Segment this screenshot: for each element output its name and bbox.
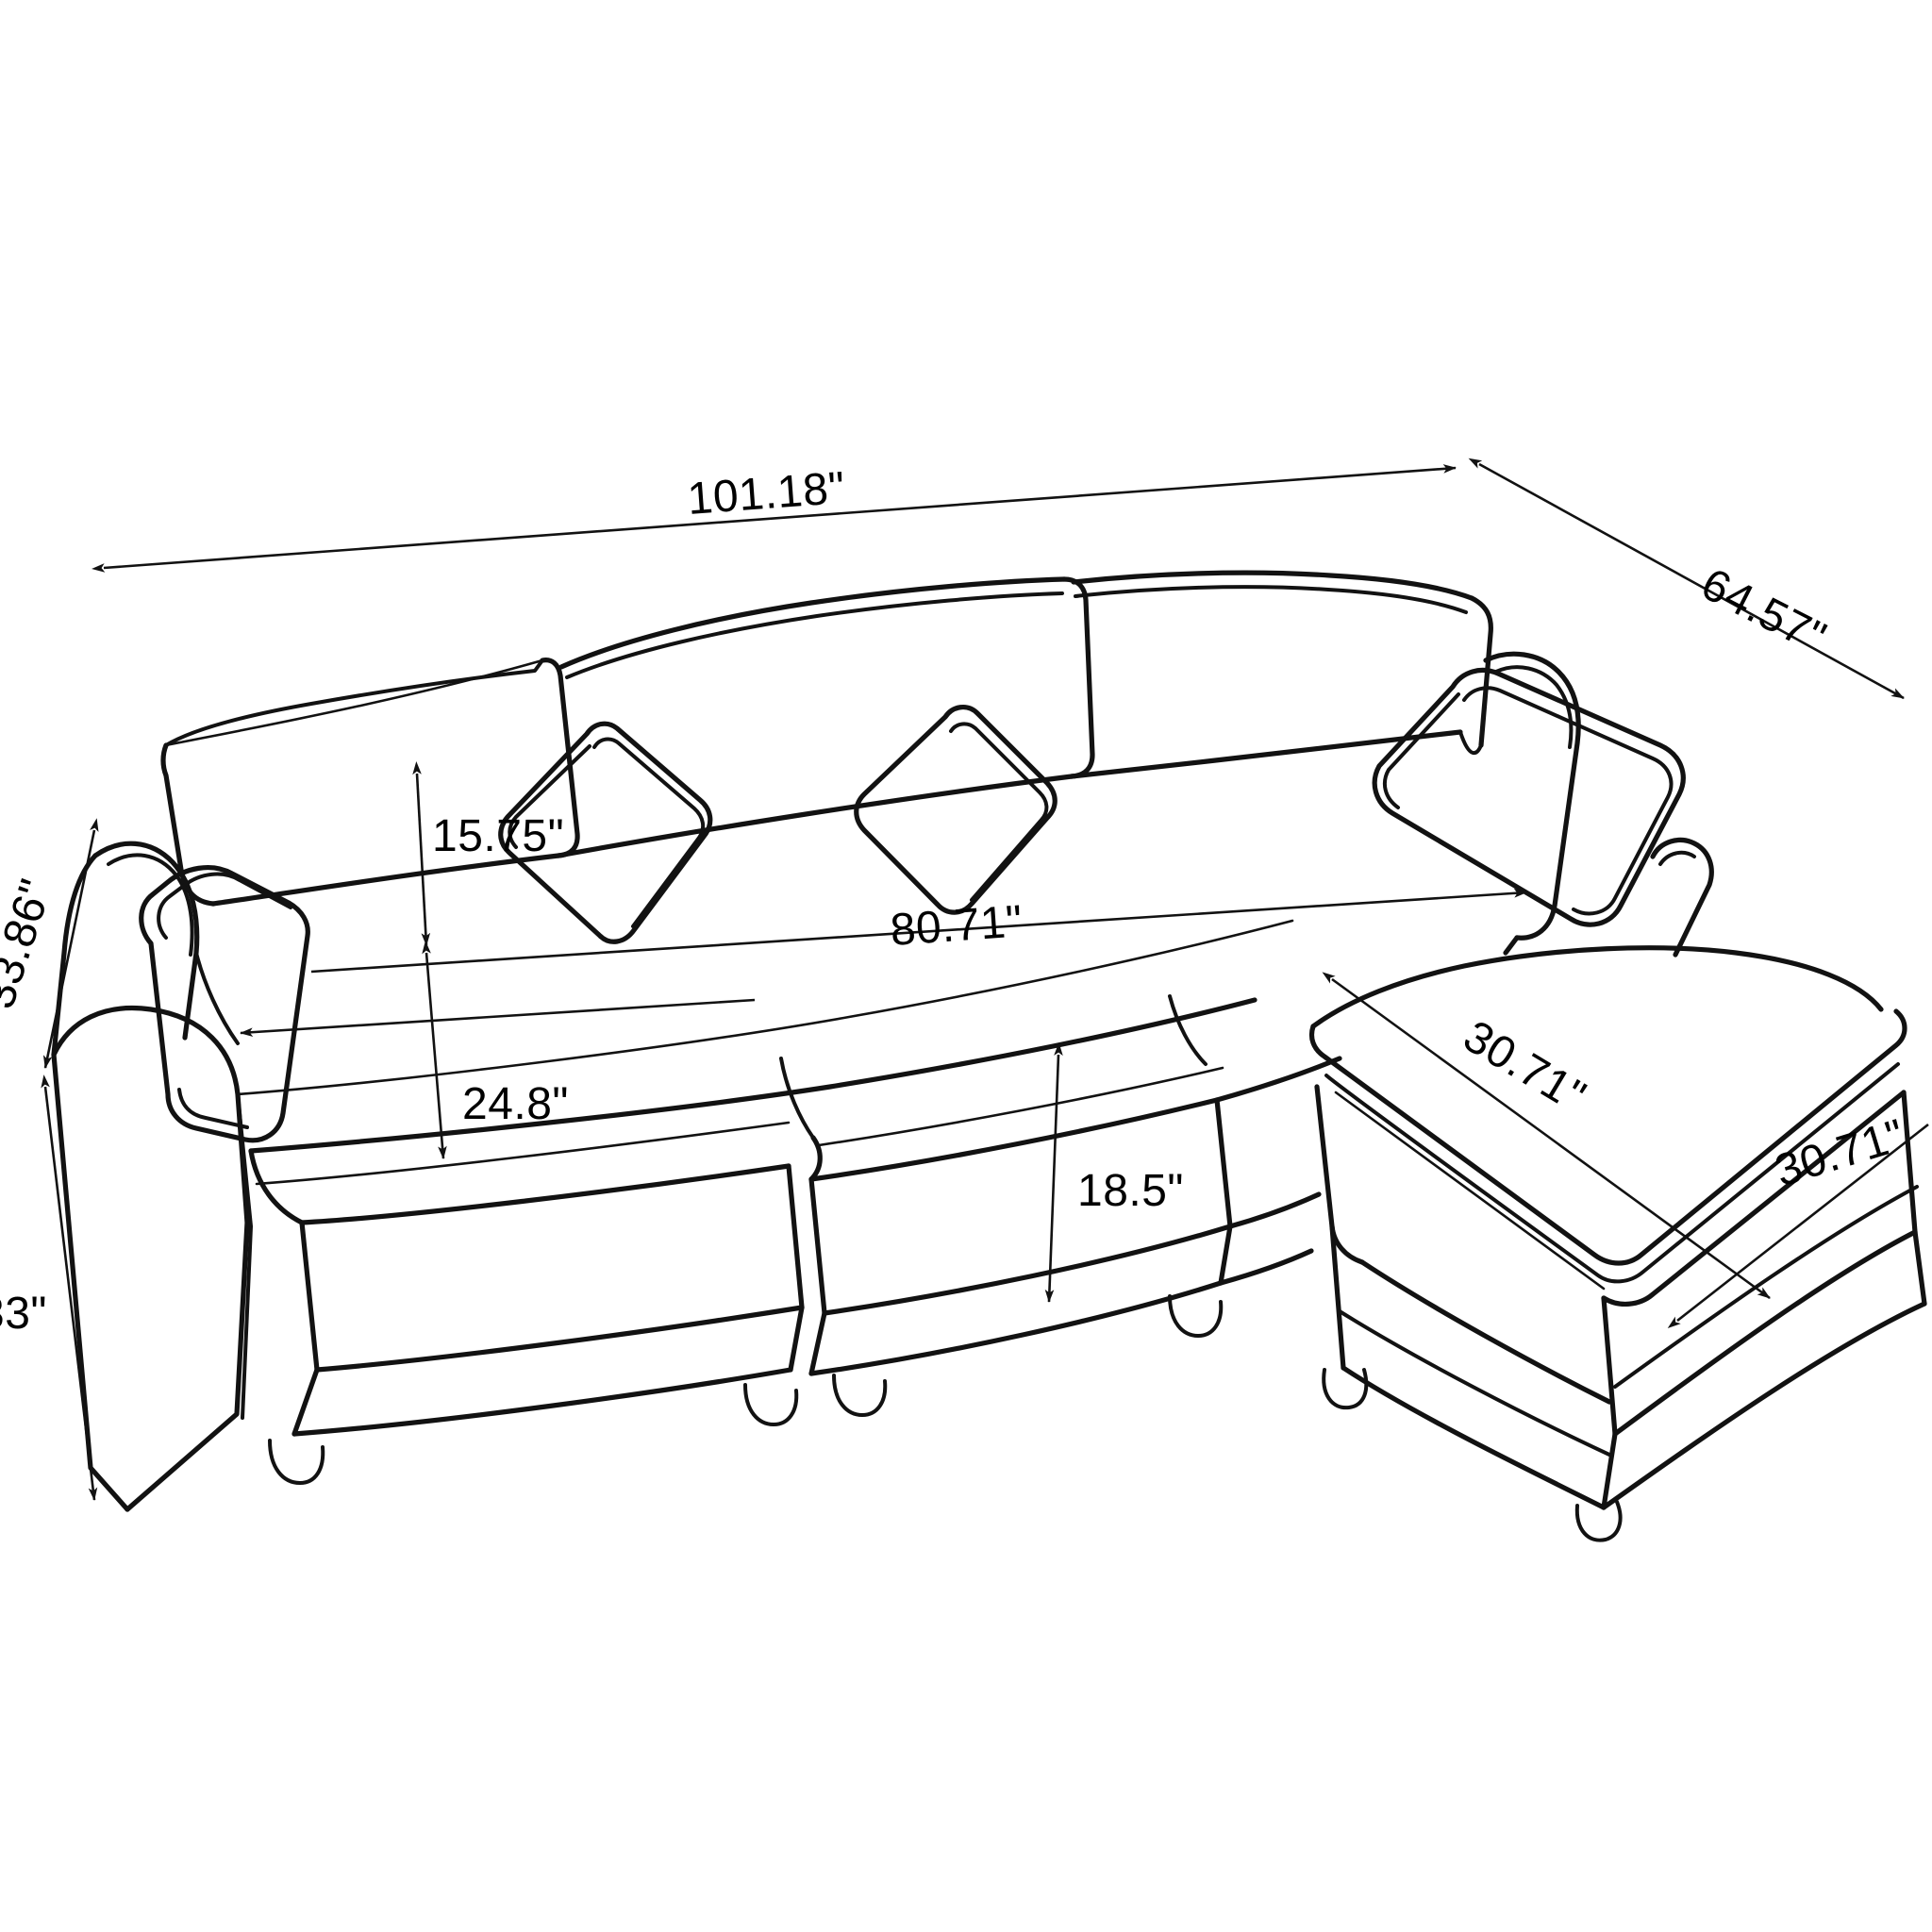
throw-pillows [139,667,1686,1143]
throw-pillow-diamond-2 [854,705,1058,915]
back-cushions [160,570,1493,907]
label-chaise-depth: 30.71" [1770,1110,1911,1197]
dimline-seat-depth-vert [422,941,447,1159]
dimension-lines [41,458,1929,1501]
chaise-arm-stub [1650,837,1714,958]
dimline-overall-width [92,464,1457,573]
label-back-cushion-height: 15.75" [432,811,564,861]
sofa-illustration [51,570,1927,1542]
seat-bases [291,1097,1322,1437]
label-arm-height: 33" [0,1289,47,1339]
sofa-legs [268,1294,1623,1542]
dimline-seat-depth-horiz [240,998,756,1037]
throw-pillow-left [139,865,310,1143]
dimline-arm-height [41,1074,98,1501]
dimline-seat-height [1044,1042,1063,1303]
label-seat-width: 80.71" [889,896,1024,956]
label-overall-width: 101.18" [686,463,847,525]
label-chaise-width: 30.71" [1455,1011,1593,1123]
label-overall-depth: 64.57" [1693,559,1834,664]
dimline-overall-depth [1468,458,1905,700]
dimline-seat-width [310,889,1527,974]
dimline-back-cushion-height [412,761,431,946]
dimline-chaise-depth [1667,1123,1929,1329]
seat-cushions [236,919,1342,1225]
throw-pillow-right [1372,667,1686,927]
throw-pillow-diamond-1 [498,721,713,944]
label-overall-height: 33.86" [0,874,62,1015]
dimline-chaise-width [1322,972,1771,1300]
dimline-overall-height [42,818,99,1069]
label-seat-depth: 24.8" [462,1079,569,1129]
label-seat-height: 18.5" [1077,1166,1184,1216]
right-back-panel [1483,651,1581,956]
